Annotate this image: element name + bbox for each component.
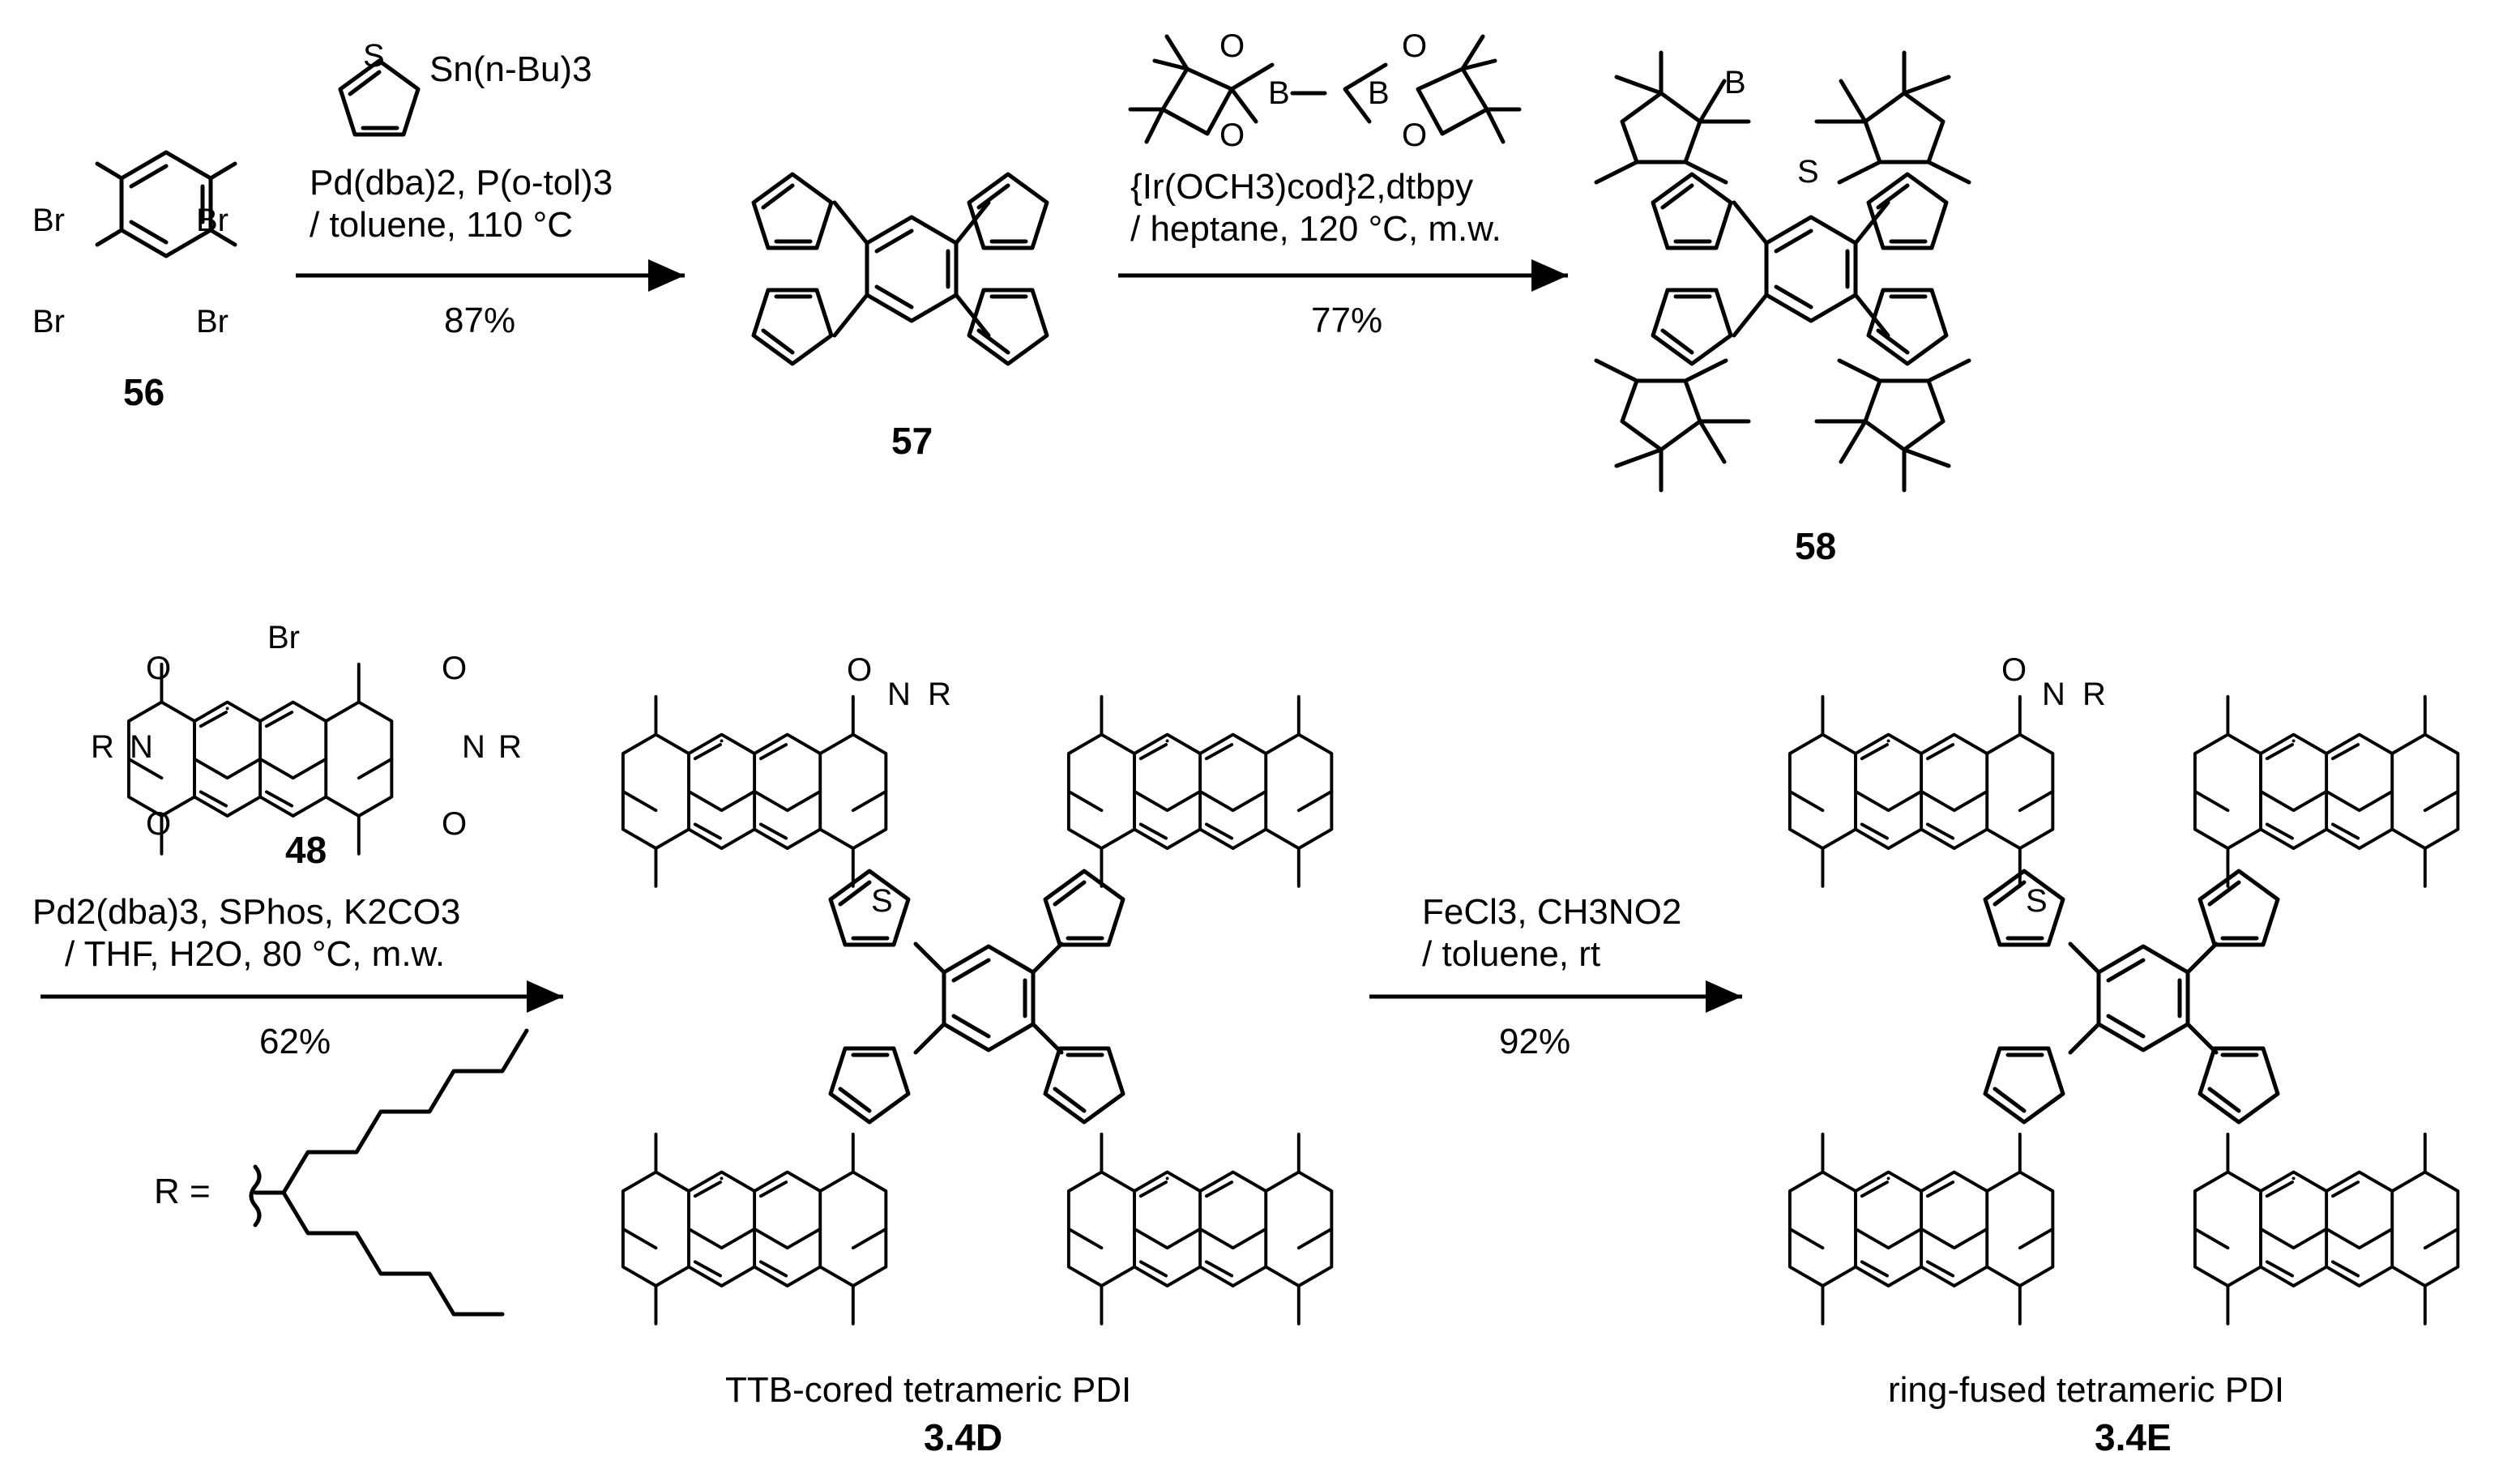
- atom-br-2: Br: [196, 203, 229, 238]
- step-4-conditions-1: FeCl3, CH3NO2: [1422, 892, 1681, 932]
- compound-label-48: 48: [285, 829, 327, 871]
- step-2-conditions-1: {Ir(OCH3)cod}2,dtbpy: [1130, 167, 1473, 207]
- thiophene-ring-icon: [831, 1048, 908, 1122]
- thiophene-ring-icon: [831, 871, 908, 945]
- bpin-group-icon: [1596, 361, 1749, 490]
- product-3-4e-number: 3.4E: [2095, 1416, 2172, 1458]
- atom-s: S: [2026, 883, 2048, 919]
- reagent-o-1: O: [1219, 28, 1245, 64]
- atom-o-1: O: [146, 651, 171, 686]
- reagent-b-1: B: [1268, 75, 1290, 111]
- atom-s: S: [1797, 154, 1819, 190]
- compound-57: 57: [754, 174, 1047, 462]
- step-3: Pd2(dba)3, SPhos, K2CO3 / THF, H2O, 80 °…: [32, 892, 563, 1061]
- compound-label-58: 58: [1795, 525, 1836, 567]
- atom-o: O: [847, 652, 872, 688]
- atom-r-2: R: [498, 729, 522, 765]
- atom-n-1: N: [130, 729, 153, 765]
- thiophene-ring-icon: [2200, 1048, 2278, 1122]
- compound-label-56: 56: [123, 371, 164, 413]
- bpin-group-icon: [1817, 361, 1969, 490]
- pdi-unit-icon: [2193, 1132, 2460, 1326]
- compound-56: Br Br Br Br 56: [32, 150, 237, 413]
- pdi-unit-icon: [621, 1132, 888, 1326]
- atom-br-4: Br: [196, 304, 229, 339]
- thiophene-ring-icon: [1653, 290, 1731, 364]
- atom-n: N: [2042, 677, 2065, 712]
- atom-o-4: O: [442, 806, 467, 842]
- pdi-unit-icon: [621, 694, 888, 888]
- thiophene-ring-icon: [754, 290, 831, 364]
- atom-br-3: Br: [32, 304, 65, 339]
- step-2-conditions-2: / heptane, 120 °C, m.w.: [1130, 209, 1501, 249]
- atom-br-1: Br: [32, 203, 65, 238]
- atom-n: N: [887, 677, 911, 712]
- reagent-s-label: S: [363, 38, 385, 74]
- wavy-bond-icon: [249, 1164, 262, 1228]
- compound-48: Br O O O O N N R R 48: [91, 620, 522, 871]
- thiophene-ring-icon: [1045, 871, 1123, 945]
- thiophene-ring-icon: [1045, 1048, 1123, 1122]
- step-4: FeCl3, CH3NO2 / toluene, rt 92%: [1369, 892, 1742, 1061]
- r-group-label: R =: [154, 1172, 211, 1211]
- atom-r: R: [928, 677, 951, 712]
- bpin-group-icon: [1817, 53, 1969, 182]
- product-3-4d-number: 3.4D: [924, 1416, 1002, 1458]
- reagent-o-4: O: [1402, 117, 1427, 153]
- step-3-conditions-1: Pd2(dba)3, SPhos, K2CO3: [32, 892, 460, 932]
- pdi-unit-icon: [1066, 1132, 1334, 1326]
- thiophene-ring-icon: [1985, 1048, 2063, 1122]
- pdi-unit-icon: [2193, 694, 2460, 888]
- atom-r-1: R: [91, 729, 114, 765]
- step-3-yield: 62%: [259, 1022, 331, 1061]
- thiophene-ring-icon: [1653, 174, 1731, 248]
- step-1-reagent: Sn(n-Bu)3: [429, 49, 592, 89]
- step-3-conditions-2: / THF, H2O, 80 °C, m.w.: [65, 934, 445, 974]
- b2pin2-reagent-icon: [1128, 34, 1522, 144]
- step-1-conditions-2: / toluene, 110 °C: [310, 205, 573, 245]
- thiophene-ring-icon: [2200, 871, 2278, 945]
- atom-n-2: N: [462, 729, 485, 765]
- compound-58: B S 58: [1596, 53, 1969, 567]
- step-1-conditions-1: Pd(dba)2, P(o-tol)3: [310, 163, 613, 203]
- atom-s: S: [871, 883, 893, 919]
- atom-o: O: [2001, 652, 2027, 688]
- step-4-yield: 92%: [1499, 1022, 1570, 1061]
- atom-r: R: [2082, 677, 2106, 712]
- atom-b: B: [1724, 65, 1746, 100]
- atom-o-3: O: [442, 651, 467, 686]
- step-4-conditions-2: / toluene, rt: [1422, 934, 1600, 974]
- atom-br: Br: [267, 620, 300, 655]
- pdi-unit-icon: [1787, 1132, 2055, 1326]
- thiophene-ring-icon: [1985, 871, 2063, 945]
- atom-o-2: O: [146, 806, 171, 842]
- r-group-definition: R =: [154, 1028, 529, 1317]
- product-3-4d-name: TTB-cored tetrameric PDI: [725, 1370, 1131, 1410]
- reagent-o-3: O: [1402, 28, 1427, 64]
- step-1-yield: 87%: [444, 301, 515, 340]
- reagent-o-2: O: [1219, 117, 1245, 153]
- step-2: O O B B O O {Ir(OCH3)cod}2,dtbpy / hepta…: [1118, 28, 1568, 340]
- compound-label-57: 57: [891, 420, 933, 462]
- step-1: S Sn(n-Bu)3 Pd(dba)2, P(o-tol)3 / toluen…: [296, 38, 685, 340]
- product-3-4e-name: ring-fused tetrameric PDI: [1888, 1370, 2284, 1410]
- step-2-yield: 77%: [1311, 301, 1382, 340]
- pdi-unit-icon: [1066, 694, 1334, 888]
- product-3-4d: S O N R TTB-cored tetrameric PDI 3.4D: [621, 652, 1334, 1458]
- thiophene-ring-icon: [754, 174, 831, 248]
- pdi-unit-icon: [1787, 694, 2055, 888]
- reagent-b-2: B: [1368, 75, 1390, 111]
- product-3-4e: S O N R ring-fused tetrameric PDI 3.4E: [1787, 652, 2460, 1458]
